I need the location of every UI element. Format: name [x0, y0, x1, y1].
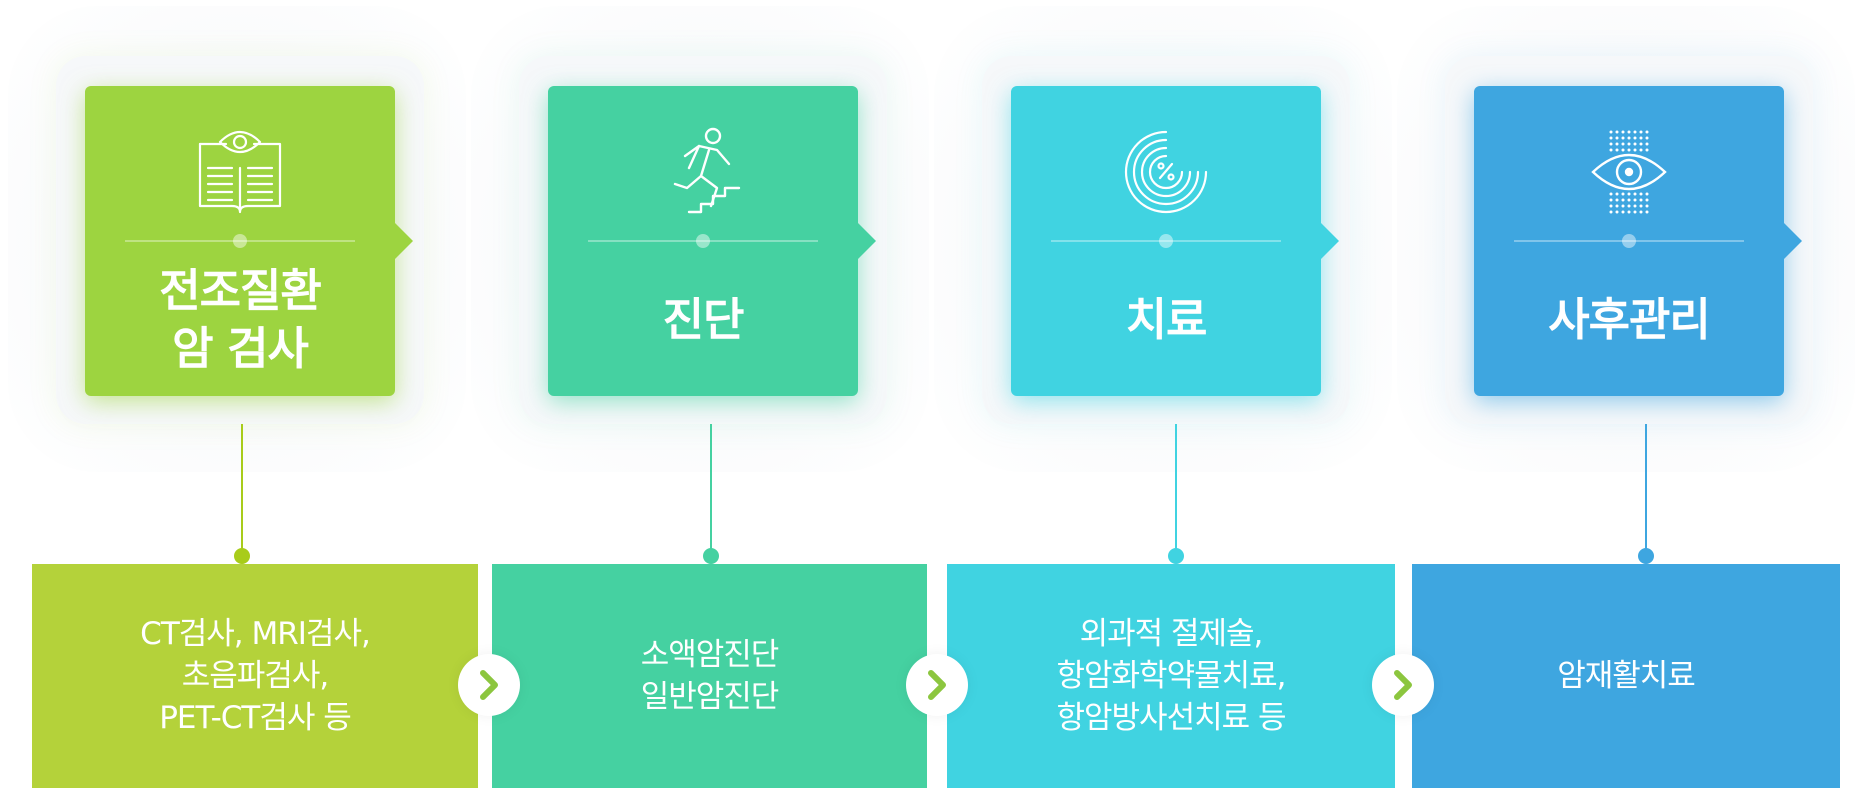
step-arrow — [857, 222, 876, 260]
target-percent-icon — [1124, 130, 1208, 214]
step-arrow — [1320, 222, 1339, 260]
step-title: 진단 — [548, 260, 858, 380]
chevron-separator — [1372, 654, 1434, 716]
detail-box-treatment: 외과적 절제술, 항암화학약물치료, 항암방사선치료 등 — [947, 564, 1395, 788]
step-card-diagnosis: 진단 — [548, 86, 876, 396]
divider-dot — [696, 234, 710, 248]
connector-dot — [703, 548, 719, 564]
step-title-line: 전조질환 — [159, 264, 322, 317]
detail-box-diagnosis: 소액암진단 일반암진단 — [492, 564, 927, 788]
step-title: 전조질환 암 검사 — [85, 260, 395, 380]
chevron-right-icon — [928, 670, 946, 700]
connector-dot — [234, 548, 250, 564]
divider-dot — [1159, 234, 1173, 248]
step-card-pre-exam: 전조질환 암 검사 — [85, 86, 413, 396]
card-divider — [1051, 234, 1281, 248]
connector-line — [710, 424, 712, 556]
connector-line — [1175, 424, 1177, 556]
chevron-separator — [906, 654, 968, 716]
step-title-line: 진단 — [662, 293, 745, 346]
chevron-separator — [458, 654, 520, 716]
step-title-line: 사후관리 — [1548, 293, 1711, 346]
card-divider — [1514, 234, 1744, 248]
detail-line: 소액암진단 — [640, 637, 780, 673]
step-title-line: 치료 — [1125, 293, 1208, 346]
step-arrow — [394, 222, 413, 260]
step-title: 사후관리 — [1474, 260, 1784, 380]
book-eye-icon — [198, 130, 282, 214]
detail-line: CT검사, MRI검사, — [140, 616, 371, 652]
divider-dot — [1622, 234, 1636, 248]
card-divider — [125, 234, 355, 248]
detail-box-aftercare: 암재활치료 — [1412, 564, 1840, 788]
chevron-right-icon — [1394, 670, 1412, 700]
detail-line: PET-CT검사 등 — [159, 700, 352, 736]
connector-line — [1645, 424, 1647, 556]
step-title: 치료 — [1011, 260, 1321, 380]
detail-line: 초음파검사, — [181, 658, 329, 694]
eye-dots-icon — [1591, 130, 1667, 214]
running-stairs-icon — [673, 127, 741, 214]
card-divider — [588, 234, 818, 248]
detail-line: 항암화학약물치료, — [1056, 658, 1286, 694]
divider-dot — [233, 234, 247, 248]
detail-line: 암재활치료 — [1557, 658, 1696, 694]
detail-line: 일반암진단 — [640, 679, 780, 715]
step-card-treatment: 치료 — [1011, 86, 1339, 396]
detail-line: 외과적 절제술, — [1079, 616, 1264, 652]
step-title-line: 암 검사 — [172, 322, 309, 375]
connector-dot — [1638, 548, 1654, 564]
connector-dot — [1168, 548, 1184, 564]
detail-line: 항암방사선치료 등 — [1056, 700, 1286, 736]
chevron-right-icon — [480, 670, 498, 700]
step-card-aftercare: 사후관리 — [1474, 86, 1802, 396]
connector-line — [241, 424, 243, 556]
step-arrow — [1783, 222, 1802, 260]
detail-box-pre-exam: CT검사, MRI검사, 초음파검사, PET-CT검사 등 — [32, 564, 478, 788]
